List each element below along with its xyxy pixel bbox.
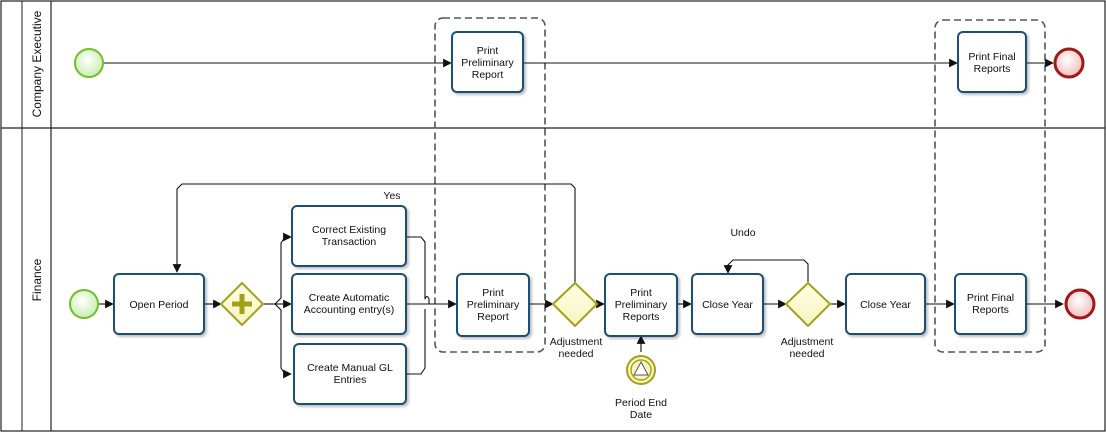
sequence-flows (99, 58, 1064, 379)
start-event-finance (69, 289, 99, 319)
task-label-line: Print Final (968, 51, 1015, 63)
parallel-gateway (219, 281, 265, 327)
flow-split-to-manual (274, 303, 292, 379)
task-label-line: Print (482, 287, 504, 299)
flow-correct-to-prelim (407, 236, 430, 304)
task-fin-print-final-reports[interactable]: Print Final Reports (954, 273, 1027, 335)
undo-label: Undo (730, 227, 755, 239)
task-label-line: Create Manual GL (307, 362, 393, 374)
task-label-line: Reports (974, 63, 1011, 75)
task-label-line: Preliminary (615, 299, 668, 311)
adjustment-label-2-line: needed (789, 348, 824, 360)
flow-gateway1-yes-loop (172, 183, 576, 284)
task-close-year-1[interactable]: Close Year (691, 273, 764, 335)
adjustment-label-2-line: Adjustment (781, 336, 834, 348)
task-label-line: Print (477, 45, 499, 57)
task-label-line: Reports (972, 304, 1009, 316)
exclusive-gateway-adjustment-2 (784, 281, 832, 328)
task-close-year-2[interactable]: Close Year (845, 273, 926, 335)
group-preliminary (434, 17, 546, 353)
flow-manual-to-prelim (407, 309, 426, 375)
task-label-line: Reports (623, 311, 660, 323)
task-label-line: Accounting entry(s) (304, 304, 394, 316)
task-fin-print-preliminary-report[interactable]: Print Preliminary Report (456, 273, 530, 337)
task-label-line: Correct Existing (312, 224, 386, 236)
task-label-line: Close Year (702, 299, 753, 311)
task-exec-print-final-reports[interactable]: Print Final Reports (957, 31, 1027, 93)
lane-label-executive: Company Executive (30, 10, 44, 117)
task-open-period[interactable]: Open Period (113, 273, 205, 335)
task-label-line: Transaction (322, 236, 377, 248)
task-label-line: Open Period (130, 299, 189, 311)
task-label-line: Preliminary (467, 299, 520, 311)
yes-label: Yes (383, 190, 400, 202)
period-end-label-line: Date (630, 409, 652, 421)
task-label-line: Report (477, 311, 509, 323)
group-final (934, 19, 1046, 353)
task-label-line: Create Automatic (309, 292, 390, 304)
task-create-manual-gl-entries[interactable]: Create Manual GL Entries (293, 343, 407, 405)
period-end-label-line: Period End (615, 397, 667, 409)
adjustment-label-1-line: Adjustment (550, 336, 603, 348)
flow-gateway2-undo-loop (723, 259, 809, 284)
task-label-line: Print Final (967, 292, 1014, 304)
period-end-event (626, 355, 656, 385)
start-event-executive (74, 48, 104, 78)
task-fin-print-preliminary-reports[interactable]: Print Preliminary Reports (604, 273, 678, 337)
task-label-line: Preliminary (461, 57, 514, 69)
task-create-automatic-accounting[interactable]: Create Automatic Accounting entry(s) (291, 273, 407, 335)
flow-split-to-correct (274, 232, 292, 305)
task-label-line: Print (630, 287, 652, 299)
task-exec-print-preliminary-report[interactable]: Print Preliminary Report (451, 31, 524, 93)
task-label-line: Report (472, 69, 504, 81)
exclusive-gateway-adjustment-1 (551, 281, 599, 328)
task-label-line: Close Year (860, 299, 911, 311)
lane-label-finance: Finance (30, 258, 44, 301)
task-label-line: Entries (334, 374, 367, 386)
end-event-executive (1053, 47, 1085, 79)
adjustment-label-1-line: needed (558, 348, 593, 360)
end-event-finance (1064, 288, 1096, 320)
task-correct-existing-transaction[interactable]: Correct Existing Transaction (291, 205, 407, 267)
